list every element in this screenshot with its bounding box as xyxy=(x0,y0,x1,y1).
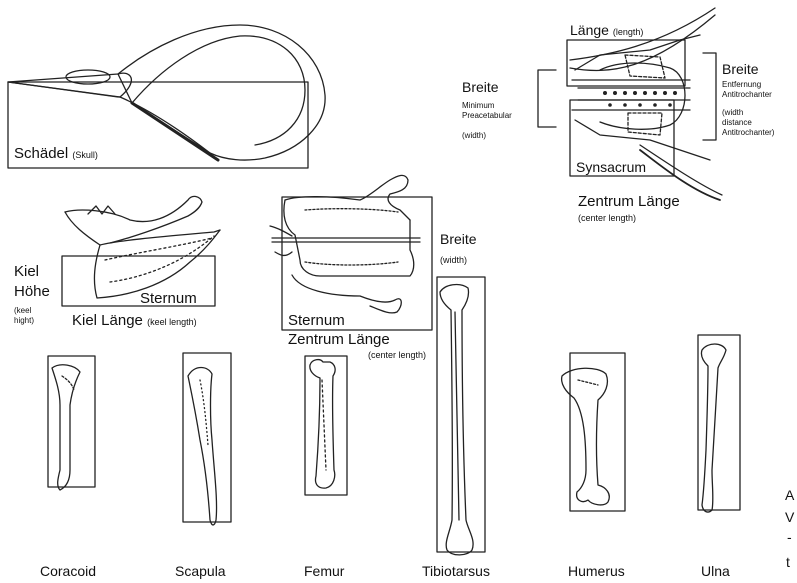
kiel-laenge-label: Kiel Länge (keel length) xyxy=(72,313,197,328)
synsacrum-center-en: (center length) xyxy=(578,214,636,223)
bone-name-tibiotarsus: Tibiotarsus xyxy=(422,563,490,579)
left-note-line1: Minimum xyxy=(462,101,512,111)
left-note-line2: Preacetabular xyxy=(462,111,512,121)
synsacrum-left-note: Minimum Preacetabular (width) xyxy=(462,101,512,141)
humerus-drawing xyxy=(562,368,610,505)
right-note-line2: Antitrochanter xyxy=(722,90,774,100)
hoehe-label: Höhe xyxy=(14,284,50,299)
right-note-line4: distance xyxy=(722,118,774,128)
synsacrum-length-de: Länge xyxy=(570,22,609,38)
sternum-top-name: Sternum xyxy=(288,313,345,328)
bone-name-femur: Femur xyxy=(304,563,344,579)
sternum-side-drawing xyxy=(65,196,220,298)
synsacrum-left-bracket xyxy=(538,70,556,127)
skull-label: Schädel (Skull) xyxy=(14,146,98,161)
keel-en-line1: (keel xyxy=(14,306,34,316)
keel-en-line2: hight) xyxy=(14,316,34,326)
bone-name-coracoid: Coracoid xyxy=(40,563,96,579)
edge-char-1: A xyxy=(785,488,794,502)
edge-char-2: V xyxy=(785,510,794,524)
femur-drawing xyxy=(310,360,335,489)
synsacrum-left-breite: Breite xyxy=(462,80,499,94)
right-note-line1: Entfernung xyxy=(722,80,774,90)
kiel-laenge-en: (keel length) xyxy=(147,317,197,327)
sternum-breite-label: Breite xyxy=(440,232,477,246)
sternum-center-label: Zentrum Länge xyxy=(288,332,390,347)
humerus-box xyxy=(570,353,625,511)
kiel-laenge-de: Kiel Länge xyxy=(72,312,143,329)
skull-label-de: Schädel xyxy=(14,145,68,162)
skull-label-en: (Skull) xyxy=(72,150,98,160)
left-note-line3: (width) xyxy=(462,131,512,141)
synsacrum-right-breite: Breite xyxy=(722,62,759,76)
ulna-drawing xyxy=(701,344,726,512)
skull-drawing xyxy=(8,25,325,160)
synsacrum-center-label: Zentrum Länge xyxy=(578,194,680,209)
coracoid-drawing xyxy=(52,365,80,490)
bone-name-ulna: Ulna xyxy=(701,563,730,579)
kiel-label: Kiel xyxy=(14,264,39,279)
synsacrum-right-bracket xyxy=(703,53,716,140)
sternum-top-box xyxy=(282,197,432,330)
bone-name-scapula: Scapula xyxy=(175,563,226,579)
synsacrum-length-label: Länge (length) xyxy=(570,23,643,37)
tibiotarsus-box xyxy=(437,277,485,552)
synsacrum-right-note: Entfernung Antitrochanter (width distanc… xyxy=(722,80,774,138)
edge-char-3: - xyxy=(787,530,792,544)
femur-box xyxy=(305,356,347,495)
sternum-side-name: Sternum xyxy=(140,291,197,306)
scapula-box xyxy=(183,353,231,522)
sternum-breite-en: (width) xyxy=(440,256,467,265)
synsacrum-name: Synsacrum xyxy=(576,160,646,174)
edge-char-4: t xyxy=(786,555,790,569)
right-note-line3: (width xyxy=(722,108,774,118)
sternum-top-drawing xyxy=(270,175,420,313)
tibiotarsus-drawing xyxy=(440,285,473,555)
bone-name-humerus: Humerus xyxy=(568,563,625,579)
keel-height-en: (keel hight) xyxy=(14,306,34,326)
right-note-line5: Antitrochanter) xyxy=(722,128,774,138)
synsacrum-length-en: (length) xyxy=(613,27,644,37)
sternum-center-en: (center length) xyxy=(368,351,426,360)
scapula-drawing xyxy=(188,368,217,525)
